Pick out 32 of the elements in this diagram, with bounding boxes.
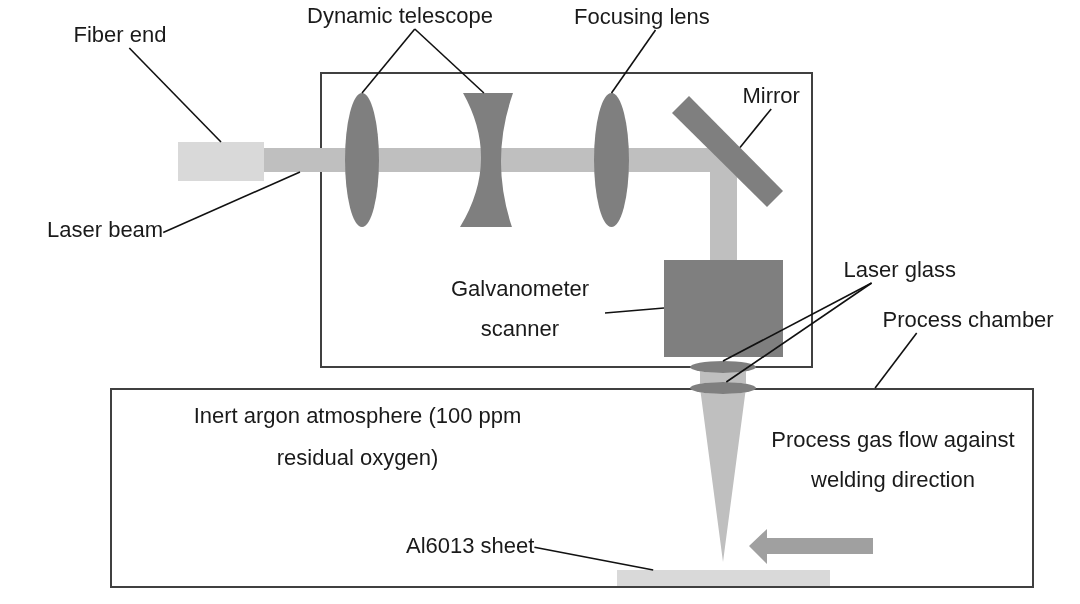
part-label: Galvanometer scanner xyxy=(435,269,605,349)
leader-line xyxy=(533,546,654,571)
part-label: Process chamber xyxy=(882,307,1054,333)
part-label: Laser glass xyxy=(843,257,956,283)
convex-lens xyxy=(345,93,379,227)
laser-glass xyxy=(690,361,756,373)
leader-line xyxy=(874,332,918,389)
leader-line xyxy=(610,29,657,94)
module-housing xyxy=(320,72,813,368)
fiber-end-block xyxy=(178,142,264,181)
leader-line xyxy=(414,28,485,94)
leader-line xyxy=(162,171,301,234)
laser-beam xyxy=(264,148,737,260)
part-label: Laser beam xyxy=(47,217,164,243)
leader-line xyxy=(361,28,416,94)
convex-lens xyxy=(594,93,629,227)
part-label: Fiber end xyxy=(73,22,167,48)
leader-line xyxy=(739,108,772,149)
galvanometer-scanner xyxy=(664,260,783,357)
leader-line xyxy=(604,307,665,314)
note-text: Process gas flow against welding direction xyxy=(770,426,1016,494)
concave-lens xyxy=(460,93,513,227)
part-label: Mirror xyxy=(742,83,800,109)
process-chamber xyxy=(110,388,1034,588)
leader-line xyxy=(128,47,222,143)
part-label: Al6013 sheet xyxy=(406,533,535,559)
note-text: Inert argon atmosphere (100 ppm residual oxygen) xyxy=(192,402,523,472)
laser-glass xyxy=(690,382,756,394)
metal-sheet xyxy=(617,570,830,588)
part-label: Focusing lens xyxy=(574,4,710,30)
part-label: Dynamic telescope xyxy=(307,3,493,29)
leader-line xyxy=(725,282,873,383)
